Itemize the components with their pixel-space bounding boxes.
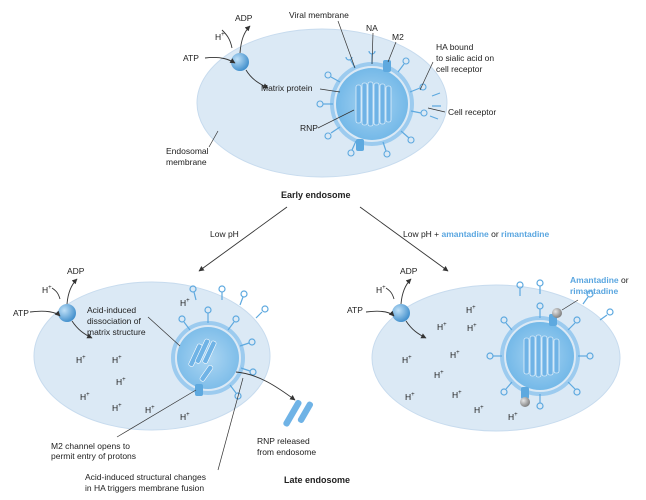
blocked-rnp-bundle bbox=[523, 334, 560, 378]
early-proton-pump bbox=[204, 25, 269, 89]
label-low-ph-drug: Low pH + amantadine or rimantadine bbox=[403, 229, 549, 239]
drug-molecule-bottom bbox=[520, 397, 530, 407]
svg-text:H+: H+ bbox=[112, 403, 122, 413]
label-cell-receptor: Cell receptor bbox=[448, 107, 496, 117]
arrow-low-ph bbox=[198, 206, 288, 272]
late-rnp-loose bbox=[188, 338, 217, 382]
blocked-spikes bbox=[486, 302, 594, 410]
label-adp-late: ADP bbox=[67, 266, 85, 276]
blocked-virion bbox=[486, 302, 594, 410]
label-m2-channel-2: permit entry of protons bbox=[51, 451, 136, 461]
label-rimantadine: rimantadine bbox=[570, 286, 618, 296]
label-ha-change-1: Acid-induced structural changes bbox=[85, 472, 206, 482]
svg-text:H+: H+ bbox=[405, 392, 415, 402]
early-m2-channel bbox=[383, 60, 391, 72]
svg-text:H+: H+ bbox=[450, 350, 460, 360]
blocked-protons: H+ H+ H+ H+ H+ H+ H+ H+ H+ H+ bbox=[402, 305, 518, 422]
blocked-membrane-spikes bbox=[516, 279, 614, 321]
label-h-top: H+ bbox=[215, 32, 225, 42]
label-h-blocked-pump: H+ bbox=[376, 285, 386, 295]
late-spikes bbox=[178, 306, 257, 400]
label-adp-blocked: ADP bbox=[400, 266, 418, 276]
early-endosome-cell bbox=[196, 28, 448, 178]
label-ha-bound-1: HA bound bbox=[436, 42, 474, 52]
late-protons: H+ H+ H+ H+ H+ H+ H+ H+ bbox=[76, 298, 190, 422]
svg-text:H+: H+ bbox=[80, 392, 90, 402]
early-m2-channel-2 bbox=[356, 139, 364, 151]
early-endosome-panel bbox=[196, 20, 448, 178]
released-rnp bbox=[282, 399, 314, 428]
blocked-proton-pump bbox=[365, 278, 427, 339]
label-low-ph: Low pH bbox=[210, 229, 239, 239]
label-atp-late: ATP bbox=[13, 308, 29, 318]
label-ha-bound-2: to sialic acid on bbox=[436, 53, 494, 63]
svg-text:H+: H+ bbox=[474, 405, 484, 415]
label-adp-top: ADP bbox=[235, 13, 253, 23]
svg-text:H+: H+ bbox=[145, 405, 155, 415]
svg-text:H+: H+ bbox=[76, 355, 86, 365]
svg-text:H+: H+ bbox=[180, 298, 190, 308]
svg-text:H+: H+ bbox=[466, 305, 476, 315]
label-late-endosome: Late endosome bbox=[284, 475, 350, 485]
svg-text:H+: H+ bbox=[434, 370, 444, 380]
arrow-low-ph-drug bbox=[359, 206, 449, 272]
late-endosome-panel bbox=[29, 278, 314, 471]
svg-text:H+: H+ bbox=[452, 390, 462, 400]
blocked-m2-channel-bottom bbox=[521, 387, 529, 399]
label-acid-dissoc-3: matrix structure bbox=[87, 327, 146, 337]
early-receptors bbox=[429, 92, 441, 120]
label-rnp: RNP bbox=[300, 123, 318, 133]
drug-molecule-top bbox=[552, 308, 562, 318]
label-early-endosome: Early endosome bbox=[281, 190, 351, 200]
blocked-endosome-panel bbox=[365, 278, 621, 432]
label-rnp-released-2: from endosome bbox=[257, 447, 316, 457]
arrow-rnp-release bbox=[235, 371, 296, 401]
svg-text:H+: H+ bbox=[508, 412, 518, 422]
svg-text:H+: H+ bbox=[180, 412, 190, 422]
early-spikes bbox=[316, 50, 428, 158]
label-ha-bound-3: cell receptor bbox=[436, 64, 482, 74]
label-viral-membrane: Viral membrane bbox=[289, 10, 349, 20]
svg-text:H+: H+ bbox=[437, 322, 447, 332]
label-atp-top: ATP bbox=[183, 53, 199, 63]
label-m2: M2 bbox=[392, 32, 404, 42]
early-virion bbox=[316, 50, 441, 158]
label-acid-dissoc-2: dissociation of bbox=[87, 316, 142, 326]
svg-text:H+: H+ bbox=[116, 377, 126, 387]
svg-text:H+: H+ bbox=[112, 355, 122, 365]
label-rnp-released-1: RNP released bbox=[257, 436, 310, 446]
label-h-late-pump: H+ bbox=[42, 285, 52, 295]
early-rnp-bundle bbox=[355, 81, 392, 127]
label-endosomal-membrane-2: membrane bbox=[166, 157, 207, 167]
late-proton-pump bbox=[29, 278, 93, 339]
label-acid-dissoc-1: Acid-induced bbox=[87, 305, 136, 315]
label-na: NA bbox=[366, 23, 378, 33]
label-ha-change-2: in HA triggers membrane fusion bbox=[85, 483, 204, 493]
late-m2-channel bbox=[195, 384, 203, 396]
late-membrane-spikes bbox=[189, 285, 269, 319]
svg-text:H+: H+ bbox=[402, 355, 412, 365]
label-endosomal-membrane-1: Endosomal bbox=[166, 146, 209, 156]
label-atp-blocked: ATP bbox=[347, 305, 363, 315]
label-m2-channel-1: M2 channel opens to bbox=[51, 441, 130, 451]
late-virion bbox=[171, 306, 257, 400]
svg-text:H+: H+ bbox=[467, 323, 477, 333]
label-amantadine-or: Amantadine or bbox=[570, 275, 629, 285]
label-matrix-protein: Matrix protein bbox=[261, 83, 313, 93]
